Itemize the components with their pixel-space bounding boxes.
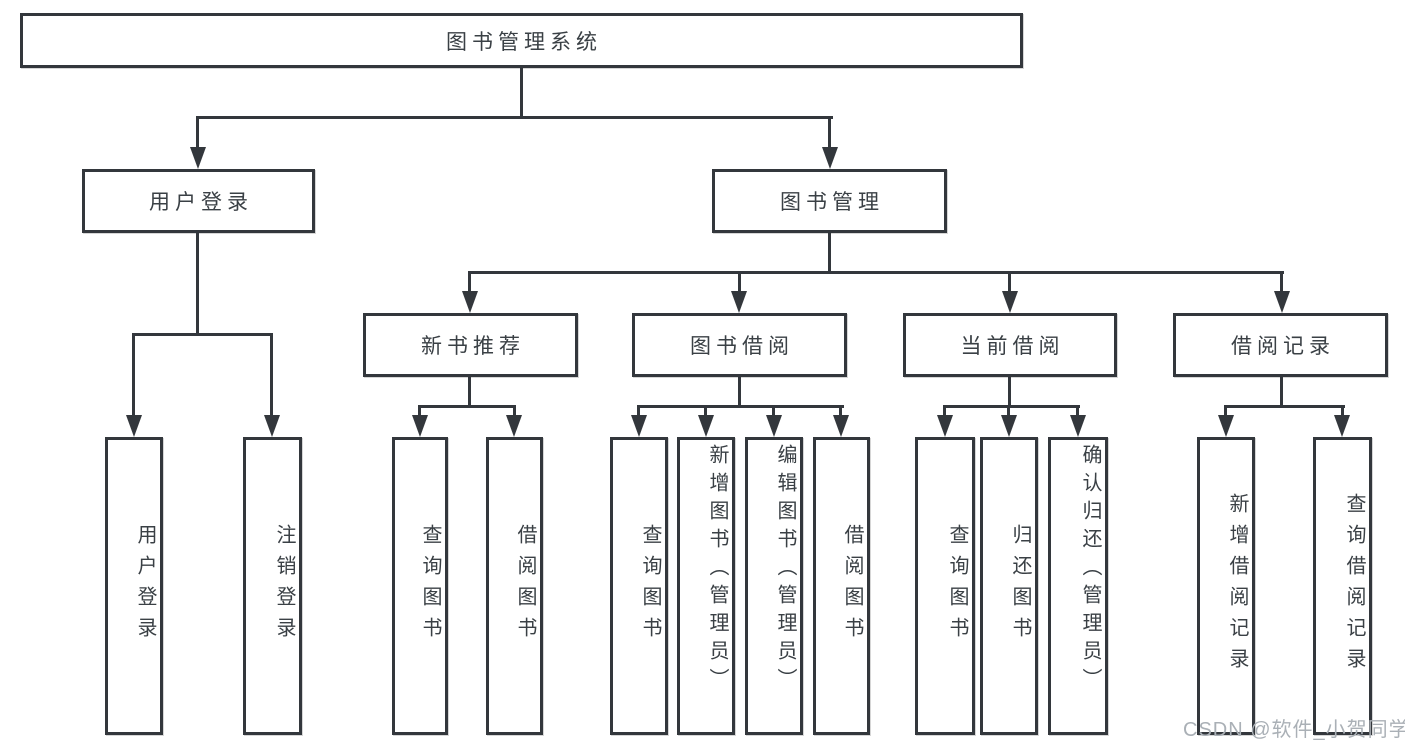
arrowhead-g1-leaf2 (506, 415, 522, 437)
connector-drop-book-management (828, 116, 831, 149)
arrowhead-g3-leaf3 (1070, 415, 1086, 437)
arrowhead-g2-leaf3 (766, 415, 782, 437)
leaf-logout: 注销登录 (243, 437, 302, 735)
connector-g4-drop1 (1224, 405, 1227, 417)
node-book-management: 图书管理 (712, 169, 947, 233)
leaf-user-login: 用户登录 (105, 437, 163, 735)
connector-level2-rail (196, 116, 833, 119)
leaf-add-borrow-record: 新增借阅记录 (1197, 437, 1255, 735)
node-library-management-system: 图书管理系统 (20, 13, 1023, 68)
arrowhead-user-login (190, 147, 206, 169)
arrowhead-g3-leaf2 (1001, 415, 1017, 437)
connector-g1-drop2 (513, 405, 516, 417)
leaf-borrow-books-recommend: 借阅图书 (486, 437, 543, 735)
connector-level3-rail (468, 271, 1284, 274)
connector-g1-drop1 (418, 405, 421, 417)
connector-management-trunk (828, 233, 831, 273)
connector-g3-drop2 (1007, 405, 1010, 417)
connector-drop-login-leaf1 (132, 333, 135, 417)
connector-g4-drop2 (1341, 405, 1344, 417)
connector-g4-rail (1224, 405, 1345, 408)
leaf-query-books-current: 查询图书 (915, 437, 975, 735)
node-book-borrowing: 图书借阅 (632, 313, 847, 377)
arrowhead-g1-leaf1 (412, 415, 428, 437)
arrowhead-g2-leaf4 (833, 415, 849, 437)
arrowhead-book-management (822, 147, 838, 169)
leaf-query-borrow-record: 查询借阅记录 (1313, 437, 1372, 735)
arrowhead-book-borrow (731, 291, 747, 313)
arrowhead-new-book (462, 291, 478, 313)
connector-drop-book-borrow (738, 271, 741, 293)
connector-g4-trunk (1280, 377, 1283, 408)
connector-root-trunk (520, 68, 523, 118)
connector-drop-user-login (196, 116, 199, 149)
connector-g1-rail (418, 405, 516, 408)
connector-g3-drop1 (943, 405, 946, 417)
connector-g2-drop1 (637, 405, 640, 417)
leaf-borrow-books: 借阅图书 (813, 437, 870, 735)
arrowhead-g2-leaf2 (698, 415, 714, 437)
arrowhead-login-leaf2 (264, 415, 280, 437)
connector-g2-trunk (738, 377, 741, 408)
arrowhead-g3-leaf1 (937, 415, 953, 437)
node-borrowing-records: 借阅记录 (1173, 313, 1388, 377)
arrowhead-login-leaf1 (126, 415, 142, 437)
arrowhead-g2-leaf1 (631, 415, 647, 437)
watermark: CSDN @软件_小贺同学 (1183, 719, 1405, 741)
connector-g2-drop3 (772, 405, 775, 417)
connector-drop-new-book (468, 271, 471, 293)
connector-g2-rail (637, 405, 844, 408)
leaf-return-books: 归还图书 (980, 437, 1038, 735)
node-user-login: 用户登录 (82, 169, 315, 233)
arrowhead-current-borrow (1002, 291, 1018, 313)
node-new-book-recommendation: 新书推荐 (363, 313, 578, 377)
leaf-confirm-return-admin: 确认归还（管理员） (1048, 437, 1108, 735)
connector-drop-borrow-records (1280, 271, 1283, 293)
connector-g3-drop3 (1076, 405, 1079, 417)
arrowhead-g4-leaf2 (1334, 415, 1350, 437)
connector-g3-rail (943, 405, 1080, 408)
node-current-borrowing: 当前借阅 (903, 313, 1117, 377)
arrowhead-borrow-records (1274, 291, 1290, 313)
connector-g2-drop2 (704, 405, 707, 417)
connector-g2-drop4 (839, 405, 842, 417)
connector-g1-trunk (468, 377, 471, 408)
connector-drop-login-leaf2 (270, 333, 273, 417)
arrowhead-g4-leaf1 (1218, 415, 1234, 437)
connector-login-rail (132, 333, 273, 336)
connector-g3-trunk (1008, 377, 1011, 408)
leaf-edit-books-admin: 编辑图书（管理员） (745, 437, 803, 735)
connector-login-trunk (196, 233, 199, 335)
leaf-add-books-admin: 新增图书（管理员） (677, 437, 735, 735)
leaf-query-books-borrow: 查询图书 (610, 437, 668, 735)
leaf-query-books-recommend: 查询图书 (392, 437, 448, 735)
connector-drop-current-borrow (1008, 271, 1011, 293)
